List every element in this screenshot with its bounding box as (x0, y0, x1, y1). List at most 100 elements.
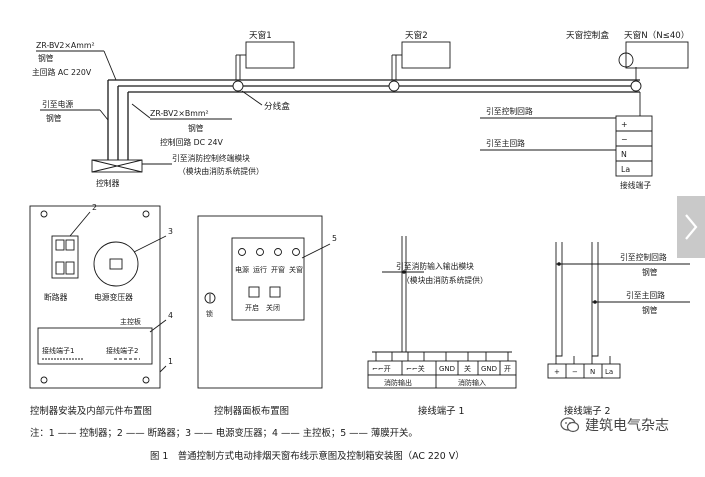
callout-2-leader (69, 211, 91, 237)
lamp-label-0: 电源 (235, 265, 249, 274)
top-terminal-minus: − (621, 135, 628, 144)
callout-2: 2 (92, 203, 97, 212)
top-terminal-plus: + (621, 120, 628, 129)
to-fire-module-label: 引至消防控制终端模块 (172, 153, 250, 163)
t2-node-1 (557, 262, 561, 266)
t1-group-in: 消防输入 (458, 378, 486, 387)
callout-5-leader (301, 243, 331, 259)
t1-node (402, 270, 406, 274)
t2-loop-2 (591, 340, 599, 357)
cabinet-screw-tr (142, 210, 150, 218)
controller-diag-2 (91, 159, 143, 173)
t2-to-ctrl-loop: 引至控制回路 (620, 252, 667, 262)
next-arrow-button[interactable] (677, 196, 705, 258)
close-button-label: 关闭 (266, 303, 280, 312)
t2-cell-0: + (554, 368, 560, 376)
skylight-n-box (625, 41, 689, 69)
breaker-toggle-2 (65, 261, 75, 275)
cable-ctrl-leader (131, 103, 151, 119)
cable-power-label: ZR-BV2×Amm² (36, 41, 95, 50)
junction-box-label: 分线盒 (264, 100, 290, 112)
skylight-2-label: 天窗2 (405, 29, 428, 41)
cabinet-screw-br (142, 376, 150, 384)
breaker-pole-2 (65, 239, 75, 251)
t1-note-2: （模块由消防系统提供） (402, 275, 488, 285)
terminal-2-detail: 引至控制回路 钢管 引至主回路 钢管 + − N La 接线端子 2 (547, 242, 690, 417)
cable-power-leader (103, 50, 117, 81)
transformer-symbol (93, 241, 139, 287)
t1-group-out: 消防输出 (384, 378, 412, 387)
main-loop-label: 主回路 AC 220V (32, 67, 92, 77)
panel-caption: 控制器面板布置图 (214, 405, 289, 417)
to-main-loop-label: 引至主回路 (486, 138, 525, 148)
footnote: 注：1 —— 控制器；2 —— 断路器；3 —— 电源变压器；4 —— 主控板；… (30, 427, 418, 439)
skylight-1-box (245, 41, 295, 69)
lamp-label-3: 关窗 (289, 265, 303, 274)
terminal-1-detail: 引至消防输入输出模块 （模块由消防系统提供） ⌐⌐开 ⌐⌐关 GND 关 GND… (367, 236, 517, 417)
t2-cell-1: − (572, 368, 578, 376)
t2-to-main-loop: 引至主回路 (626, 290, 665, 300)
terminal-1-label: 接线端子1 (42, 346, 74, 355)
main-board (37, 327, 153, 365)
junction-leader (241, 90, 263, 106)
skylight-ctrl-box-label: 天窗控制盒 (566, 29, 609, 41)
t2-loop-1 (555, 340, 563, 357)
top-terminal-label: 接线端子 (620, 180, 651, 190)
to-power-label: 引至电源 (42, 99, 73, 109)
lock-label: 锁 (206, 309, 213, 318)
cabinet-screw-bl (40, 376, 48, 384)
lock-icon (204, 292, 216, 304)
close-button[interactable] (269, 286, 281, 298)
callout-1: 1 (168, 357, 173, 366)
top-wiring: 天窗1 天窗2 天窗N（N≤40） 天窗控制盒 分线盒 ZR-BV2×Amm² … (32, 29, 689, 190)
junction-box-n (630, 80, 642, 92)
breaker-label: 断路器 (44, 292, 68, 302)
breaker-pole-1 (55, 239, 65, 251)
open-button[interactable] (248, 286, 260, 298)
cabinet-screw-tl (40, 210, 48, 218)
module-note-label: （模块由消防系统提供） (178, 166, 264, 176)
conduit-label-2: 钢管 (46, 113, 62, 123)
top-terminal-la: La (621, 165, 630, 174)
transformer-label: 电源变压器 (94, 292, 133, 302)
panel-layout: 电源 运行 开窗 关窗 开启 关闭 锁 5 控制器面板布置图 (197, 215, 337, 417)
skylight-2-box (401, 41, 451, 69)
cabinet-caption: 控制器安装及内部元件布置图 (30, 405, 152, 417)
callout-4: 4 (168, 311, 173, 320)
t1-group-row (367, 374, 517, 389)
junction-box-1 (232, 80, 244, 92)
lamp-label-2: 开窗 (271, 265, 285, 274)
lamp-open (274, 248, 282, 256)
membrane-switch (231, 237, 305, 321)
lamp-power (238, 248, 246, 256)
controller-label: 控制器 (96, 178, 120, 188)
wechat-logo-icon (560, 417, 580, 433)
t1-note-1: 引至消防输入输出模块 (396, 261, 474, 271)
t1-cell-5: 开 (504, 365, 511, 373)
t1-cell-4: GND (481, 365, 497, 373)
skylight-1-label: 天窗1 (249, 29, 272, 41)
figure-title: 图 1 普通控制方式电动排烟天窗布线示意图及控制箱安装图（AC 220 V） (150, 450, 465, 462)
t1-cell-3: 关 (464, 364, 471, 373)
breaker-toggle-1 (55, 261, 65, 275)
t2-conduit-b: 钢管 (642, 305, 658, 315)
callout-5: 5 (332, 234, 337, 243)
main-board-label: 主控板 (120, 317, 141, 326)
lamp-label-1: 运行 (253, 265, 267, 274)
t1-caption: 接线端子 1 (418, 405, 464, 417)
conduit-label-3: 钢管 (188, 123, 204, 133)
skylight-ctrl-box-symbol (618, 52, 634, 68)
t2-node-2 (593, 300, 597, 304)
watermark-text: 建筑电气杂志 (585, 418, 669, 434)
callout-3-leader (133, 235, 167, 253)
t2-caption: 接线端子 2 (564, 405, 610, 417)
t2-conduit-a: 钢管 (642, 267, 658, 277)
t2-cell-2: N (590, 368, 595, 376)
chevron-right-icon (685, 214, 698, 240)
t2-cell-3: La (605, 368, 613, 376)
top-terminal-n: N (621, 150, 627, 159)
conduit-label-1: 钢管 (38, 53, 54, 63)
callout-1-leader (159, 365, 167, 373)
